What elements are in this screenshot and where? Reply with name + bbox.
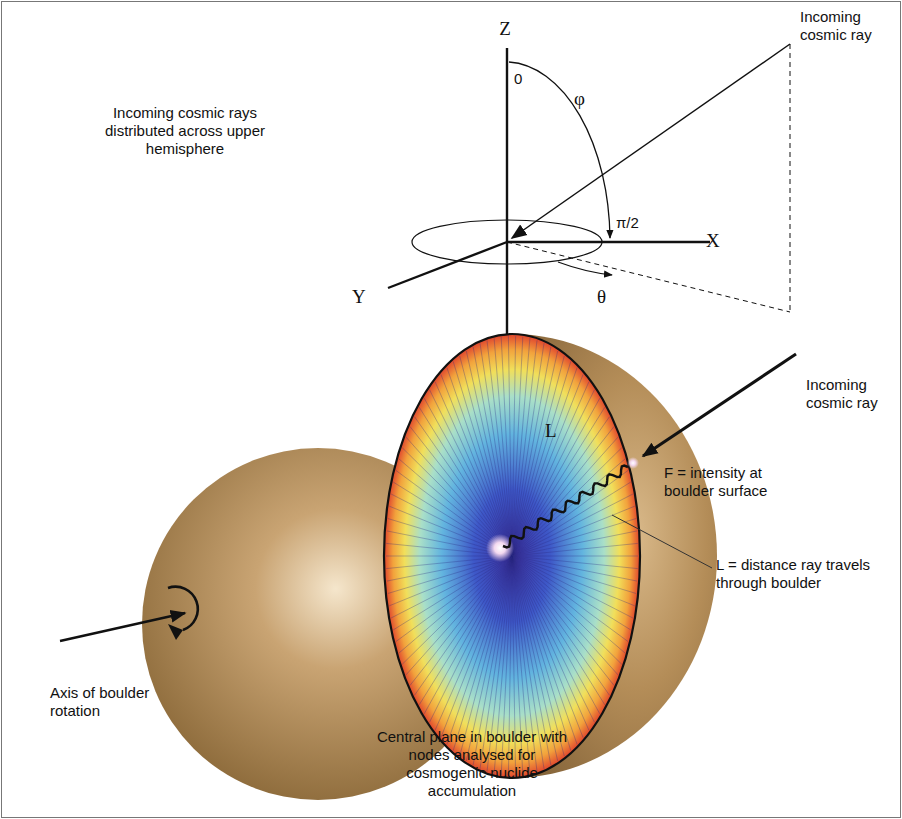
angle-label: θ	[597, 286, 621, 309]
axis-label: Z	[490, 18, 520, 41]
node-spoke	[512, 470, 628, 556]
node-spoke	[512, 407, 605, 556]
node-spoke	[512, 531, 637, 556]
node-spoke	[512, 556, 577, 744]
node-spoke	[424, 556, 512, 714]
node-spoke	[453, 361, 512, 556]
node-spoke	[419, 556, 512, 705]
node-spoke	[430, 556, 513, 722]
path-label: L	[545, 420, 565, 443]
node-spoke	[393, 556, 512, 630]
angle-value: 0	[514, 70, 534, 88]
node-spoke	[512, 351, 558, 556]
node-spoke	[410, 556, 512, 685]
node-spoke	[415, 556, 513, 695]
node-spoke	[512, 556, 614, 685]
node-spoke	[512, 556, 571, 751]
node-spoke	[512, 398, 600, 556]
rotation-axis	[60, 587, 198, 641]
angle-label: φ	[574, 88, 598, 111]
node-spoke	[512, 519, 636, 557]
node-spoke	[441, 556, 512, 738]
node-spoke	[512, 556, 638, 569]
node-spoke	[501, 337, 512, 556]
node-spoke	[512, 556, 610, 695]
node-spoke	[512, 506, 635, 556]
boulder	[142, 334, 717, 800]
node-spoke	[396, 556, 512, 642]
axis-label: Y	[352, 286, 376, 309]
node-spoke	[512, 556, 628, 642]
axis-label: X	[706, 230, 730, 253]
node-spoke	[512, 556, 631, 630]
node-spoke	[508, 336, 512, 556]
node-spoke	[512, 482, 631, 556]
angle-value: π/2	[616, 214, 656, 232]
node-spoke	[512, 556, 600, 714]
node-spoke	[487, 340, 512, 556]
hemisphere-note: Incoming cosmic rays distributed across …	[100, 104, 270, 158]
plane-note: Central plane in boulder with nodes anal…	[372, 728, 572, 800]
node-spoke	[389, 556, 512, 606]
node-spoke	[447, 368, 512, 556]
node-spoke	[512, 543, 638, 556]
node-spoke	[388, 556, 512, 594]
node-spoke	[512, 427, 614, 556]
coordinate-axes	[388, 44, 790, 352]
incoming-ray-arrow	[643, 354, 796, 456]
node-spoke	[512, 556, 638, 557]
ray-label: Incoming cosmic ray	[806, 376, 898, 412]
node-spoke	[466, 351, 512, 556]
node-spoke	[424, 398, 512, 556]
node-spoke	[512, 417, 610, 556]
node-spoke	[512, 459, 625, 556]
callout-label: F = intensity at boulder surface	[664, 464, 794, 500]
callout-label: L = distance ray travels through boulder	[716, 556, 896, 592]
axis-note: Axis of boulder rotation	[50, 684, 170, 720]
node-spoke	[473, 347, 512, 556]
node-spoke	[512, 374, 583, 556]
node-spoke	[399, 556, 512, 653]
ray-label: Incoming cosmic ray	[800, 8, 895, 44]
